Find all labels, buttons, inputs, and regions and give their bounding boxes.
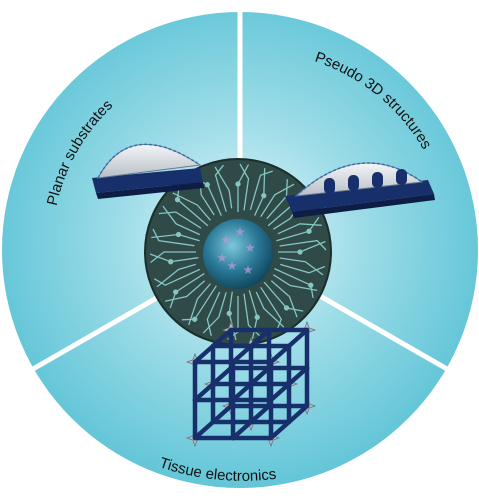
core-sphere <box>203 219 273 289</box>
tissue-lattice-cube <box>185 320 317 448</box>
pseudo-3d-device <box>285 162 435 218</box>
planar-substrate-device <box>92 143 204 199</box>
